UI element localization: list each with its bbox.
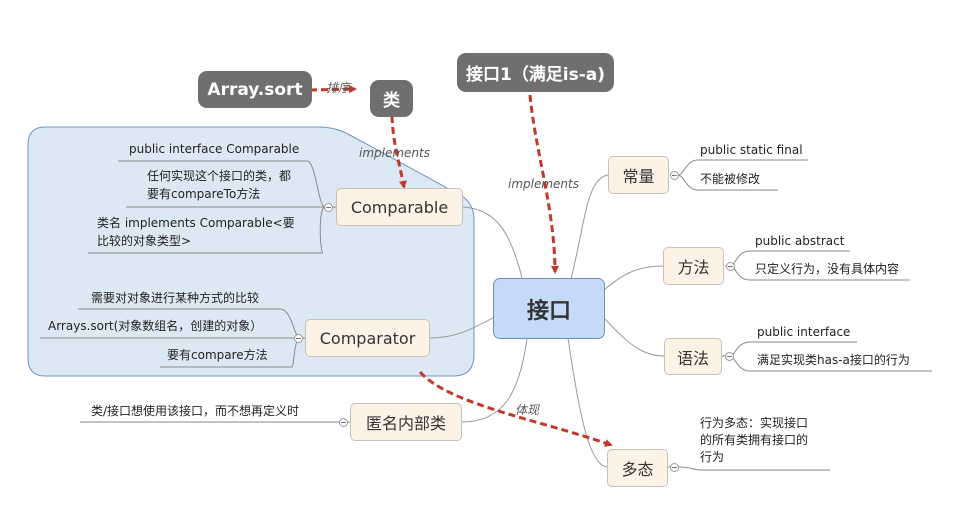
topic-polymorphism[interactable]: 多态 [607, 449, 668, 487]
link-center-comparator [429, 317, 494, 339]
leaf-lines-poly [668, 466, 830, 471]
leaf-comparable-5: 比较的对象类型> [97, 234, 192, 248]
relation-implements-left-label: implements [359, 146, 430, 160]
collapse-constant-icon[interactable] [670, 171, 679, 180]
link-center-syntax [603, 317, 665, 357]
link-center-poly [567, 337, 608, 468]
relation-tixian-label: 体现 [515, 403, 540, 417]
leaf-constant-1: public static final [700, 143, 803, 157]
leaf-anonymous-1: 类/接口想使用该接口，而不想再定义时 [91, 404, 300, 418]
class-node[interactable]: 类 [370, 80, 413, 117]
central-topic-interface[interactable]: 接口 [493, 278, 605, 339]
leaf-poly-2: 的所有类拥有接口的 [700, 433, 809, 447]
interface1-node[interactable]: 接口1（满足is-a) [457, 53, 614, 92]
leaf-poly-1: 行为多态：实现接口 [700, 416, 809, 430]
leaf-syntax-1: public interface [757, 325, 851, 339]
leaf-constant-2: 不能被修改 [700, 172, 761, 186]
leaf-comparator-2: Arrays.sort(对象数组名，创建的对象） [48, 319, 263, 333]
topic-comparable[interactable]: Comparable [336, 188, 463, 226]
topic-syntax[interactable]: 语法 [664, 338, 722, 375]
leaf-comparable-2: 任何实现这个接口的类，都 [147, 169, 292, 183]
leaf-method-1: public abstract [755, 234, 845, 248]
array-sort-node[interactable]: Array.sort [198, 71, 312, 108]
leaf-comparator-1: 需要对对象进行某种方式的比较 [91, 291, 260, 305]
link-center-anonymous [461, 337, 528, 423]
leaf-method-2: 只定义行为，没有具体内容 [755, 262, 900, 276]
relation-implements-top-label: implements [508, 177, 579, 191]
link-center-constant [567, 174, 609, 291]
topic-method[interactable]: 方法 [663, 247, 724, 285]
collapse-comparable-icon[interactable] [324, 203, 333, 212]
link-center-method [603, 265, 664, 291]
collapse-syntax-icon[interactable] [725, 352, 734, 361]
collapse-poly-icon[interactable] [670, 463, 679, 472]
collapse-anonymous-icon[interactable] [339, 418, 348, 427]
leaf-comparable-1: public interface Comparable [129, 142, 300, 156]
arrow-sort [309, 85, 357, 94]
topic-constant[interactable]: 常量 [608, 156, 669, 194]
arrow-implements-left [390, 115, 407, 189]
leaf-comparator-3: 要有compare方法 [167, 348, 268, 362]
leaf-comparable-4: 类名 implements Comparable<要 [97, 216, 295, 230]
topic-anonymous-class[interactable]: 匿名内部类 [350, 403, 462, 441]
leaf-poly-3: 行为 [700, 450, 725, 464]
arrow-tixian [418, 370, 613, 447]
link-center-comparable [462, 206, 523, 279]
leaf-comparable-3: 要有compareTo方法 [147, 187, 261, 201]
relation-sort-label: 排序 [326, 81, 351, 95]
leaf-syntax-2: 满足实现类has-a接口的行为 [757, 353, 910, 367]
topic-comparator[interactable]: Comparator [305, 319, 430, 357]
arrow-implements-top [528, 94, 559, 274]
collapse-comparator-icon[interactable] [294, 334, 303, 343]
collapse-method-icon[interactable] [726, 262, 735, 271]
